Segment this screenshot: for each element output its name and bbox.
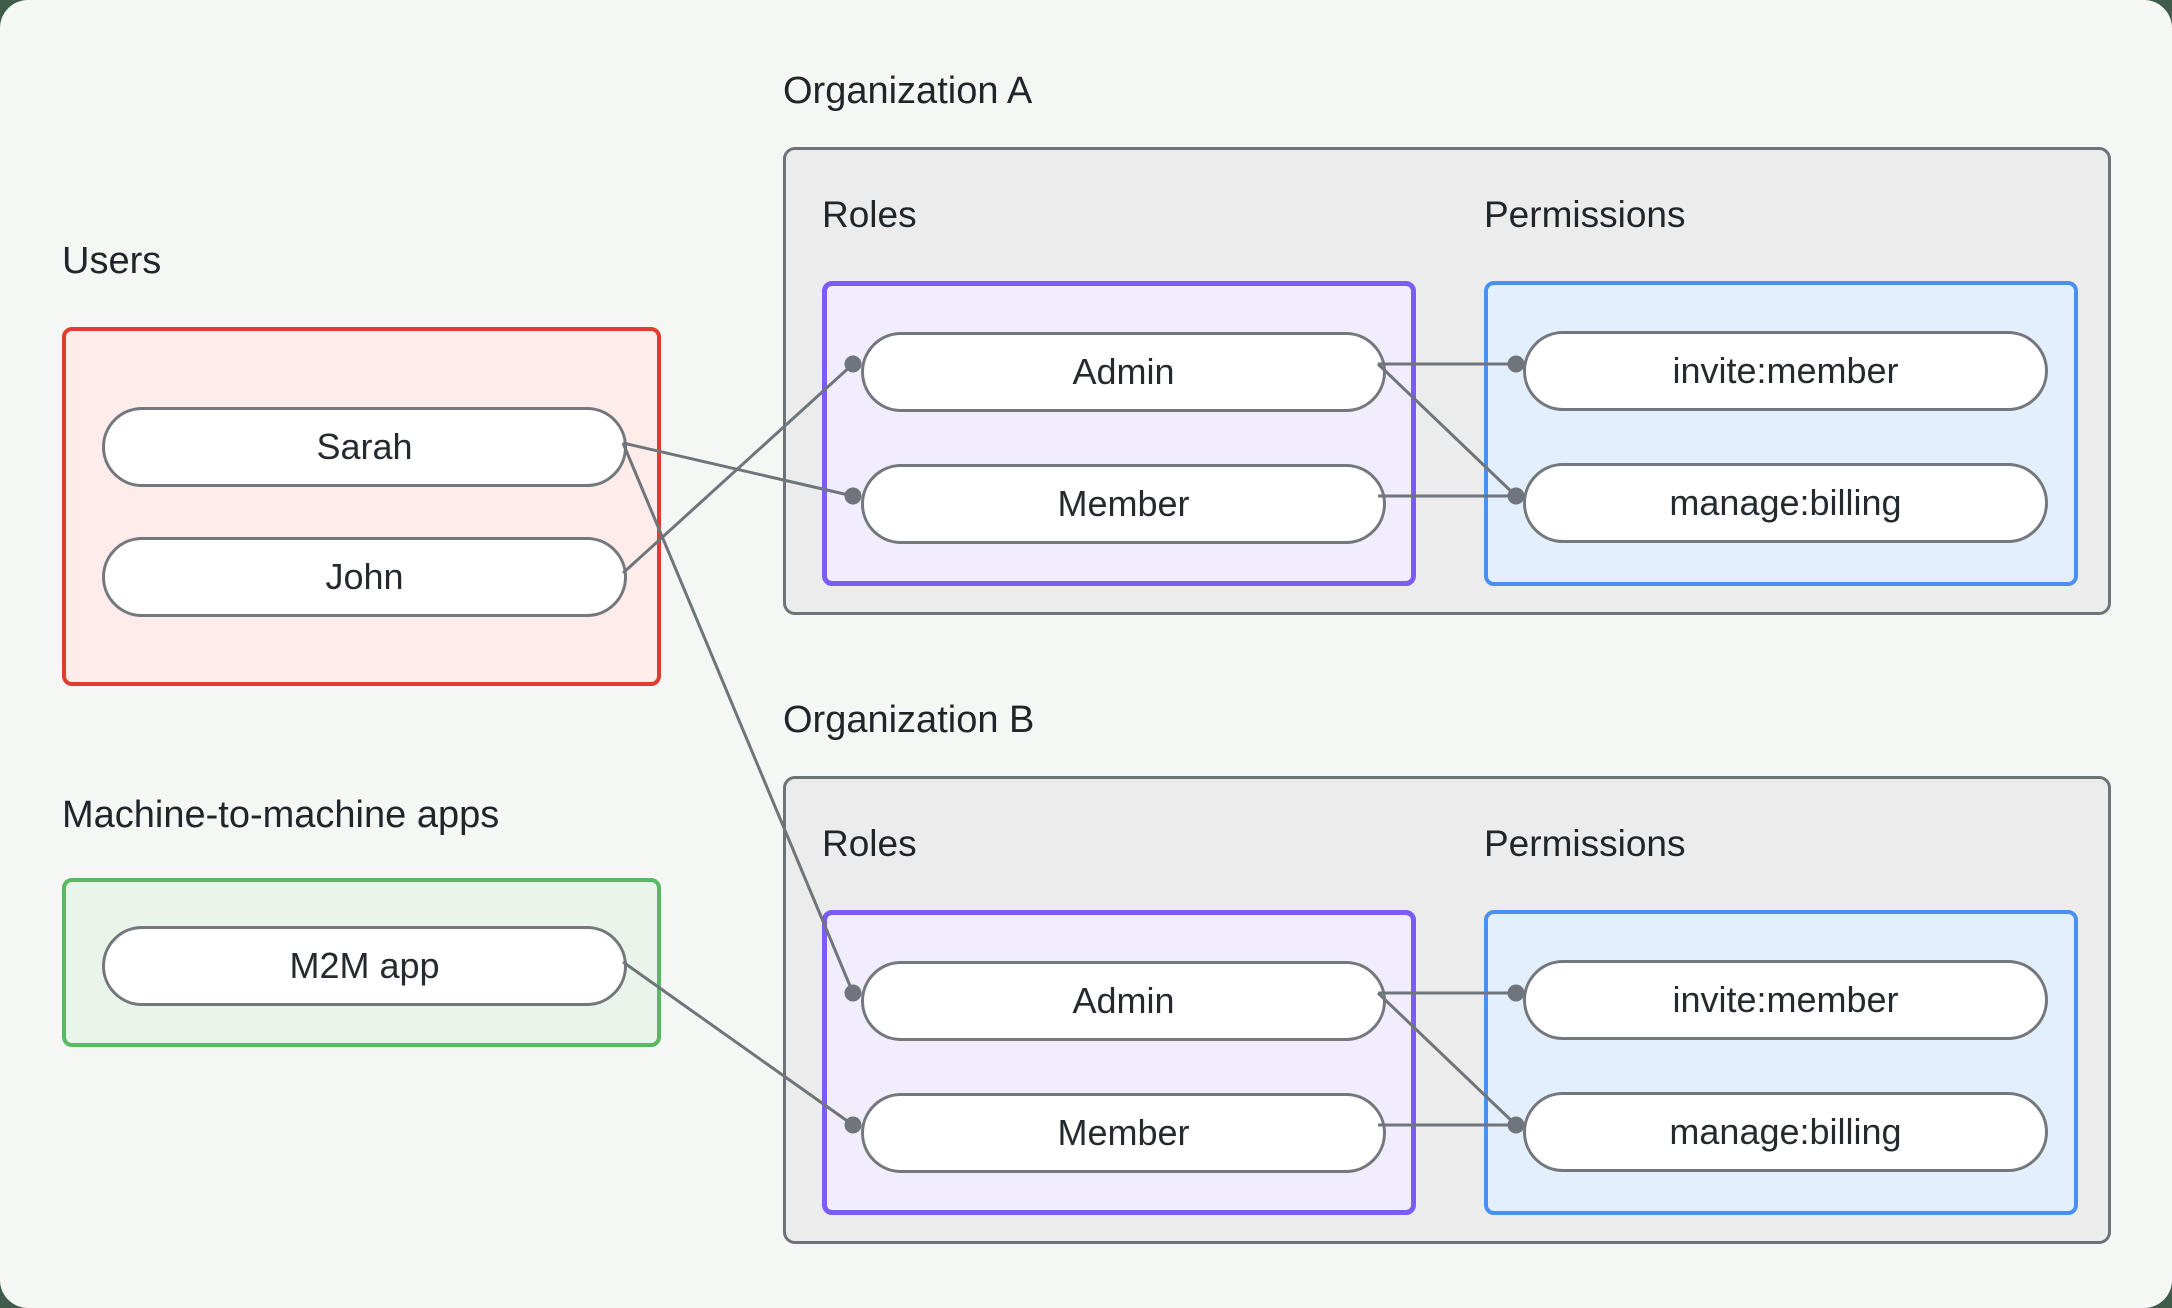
- org-b-permission-invite-member-label: invite:member: [1672, 979, 1899, 1020]
- org-b-permissions-label: Permissions: [1484, 823, 1686, 864]
- org-b-role-admin-label: Admin: [1072, 980, 1175, 1021]
- user-pill-sarah-label: Sarah: [316, 426, 413, 467]
- org-b-container: Roles Permissions Admin Member invite:me…: [783, 776, 2111, 1244]
- users-panel-title: Users: [62, 240, 162, 282]
- org-a-permission-manage-billing-label: manage:billing: [1669, 482, 1902, 523]
- org-b-roles-label: Roles: [822, 823, 917, 864]
- m2m-app-pill-label: M2M app: [289, 945, 440, 986]
- org-a-role-pill-member: Member: [861, 464, 1386, 544]
- org-b-role-pill-admin: Admin: [861, 961, 1386, 1041]
- org-b-role-pill-member: Member: [861, 1093, 1386, 1173]
- org-b-permission-pill-manage-billing: manage:billing: [1523, 1092, 2048, 1172]
- m2m-panel-title: Machine-to-machine apps: [62, 794, 500, 836]
- user-pill-sarah: Sarah: [102, 407, 627, 487]
- users-panel: Sarah John: [62, 327, 661, 686]
- org-a-role-member-label: Member: [1057, 483, 1190, 524]
- org-a-role-pill-admin: Admin: [861, 332, 1386, 412]
- org-b-title: Organization B: [783, 699, 1035, 741]
- org-a-permissions-label: Permissions: [1484, 194, 1686, 235]
- org-a-roles-box: Admin Member: [822, 281, 1416, 586]
- org-b-roles-box: Admin Member: [822, 910, 1416, 1215]
- org-a-permission-pill-manage-billing: manage:billing: [1523, 463, 2048, 543]
- m2m-panel: M2M app: [62, 878, 661, 1047]
- org-a-permission-pill-invite-member: invite:member: [1523, 331, 2048, 411]
- org-a-permission-invite-member-label: invite:member: [1672, 350, 1899, 391]
- org-a-permissions-box: invite:member manage:billing: [1484, 281, 2078, 586]
- user-pill-john: John: [102, 537, 627, 617]
- org-a-title: Organization A: [783, 70, 1033, 112]
- org-a-roles-label: Roles: [822, 194, 917, 235]
- org-a-role-admin-label: Admin: [1072, 351, 1175, 392]
- user-pill-john-label: John: [325, 556, 404, 597]
- org-b-permission-pill-invite-member: invite:member: [1523, 960, 2048, 1040]
- org-b-permission-manage-billing-label: manage:billing: [1669, 1111, 1902, 1152]
- org-b-role-member-label: Member: [1057, 1112, 1190, 1153]
- org-b-permissions-box: invite:member manage:billing: [1484, 910, 2078, 1215]
- m2m-app-pill: M2M app: [102, 926, 627, 1006]
- org-a-container: Roles Permissions Admin Member invite:me…: [783, 147, 2111, 615]
